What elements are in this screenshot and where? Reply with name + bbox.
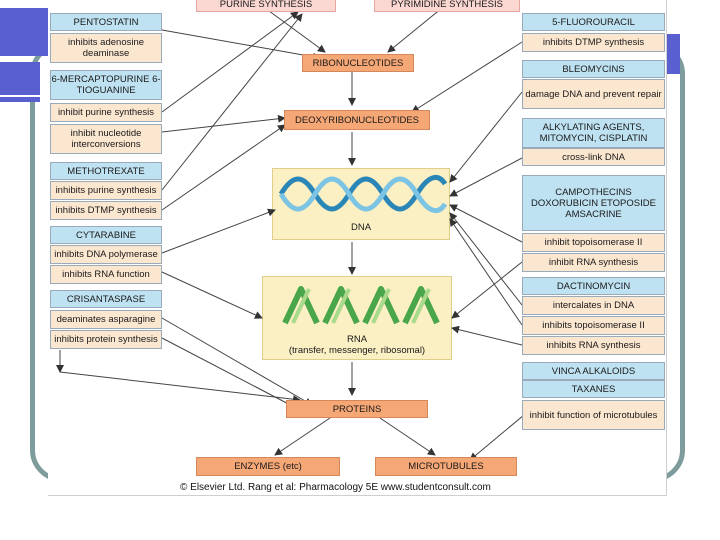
- pentostatin-action: inhibits adenosine deaminase: [50, 33, 162, 63]
- crisantaspase-action-2: inhibits protein synthesis: [50, 330, 162, 349]
- vinca-taxanes-action: inhibit function of microtubules: [522, 400, 665, 430]
- mercaptopurine-action-2: inhibit nucleotide interconversions: [50, 124, 162, 154]
- cytarabine-action-1: inhibits DNA polymerase: [50, 245, 162, 264]
- pyrimidine-synthesis-box: PYRIMIDINE SYNTHESIS: [374, 0, 520, 12]
- accent-square: [0, 8, 56, 56]
- camptothecins-name: CAMPOTHECINS DOXORUBICIN ETOPOSIDE AMSAC…: [522, 175, 665, 231]
- dactinomycin-action-1: intercalates in DNA: [522, 296, 665, 315]
- purine-synthesis-box: PURINE SYNTHESIS: [196, 0, 336, 12]
- deoxyribonucleotides-box: DEOXYRIBONUCLEOTIDES: [284, 110, 430, 130]
- dactinomycin-name: DACTINOMYCIN: [522, 277, 665, 295]
- accent-line: [0, 95, 60, 97]
- alkylating-agents-action: cross-link DNA: [522, 148, 665, 166]
- enzymes-box: ENZYMES (etc): [196, 457, 340, 476]
- dna-label: DNA: [350, 222, 372, 233]
- alkylating-agents-name: ALKYLATING AGENTS, MITOMYCIN, CISPLATIN: [522, 118, 665, 148]
- crisantaspase-name: CRISANTASPASE: [50, 290, 162, 308]
- copyright-credit: © Elsevier Ltd. Rang et al: Pharmacology…: [180, 482, 491, 493]
- dna-panel: [272, 168, 450, 240]
- ribonucleotides-box: RIBONUCLEOTIDES: [302, 54, 414, 72]
- bleomycins-action: damage DNA and prevent repair: [522, 79, 665, 109]
- bleomycins-name: BLEOMYCINS: [522, 60, 665, 78]
- crisantaspase-action-1: deaminates asparagine: [50, 310, 162, 329]
- microtubules-box: MICROTUBULES: [375, 457, 517, 476]
- cytarabine-name: CYTARABINE: [50, 226, 162, 244]
- mercaptopurine-name: 6-MERCAPTOPURINE 6-TIOGUANINE: [50, 70, 162, 100]
- dactinomycin-action-2: inhibits topoisomerase II: [522, 316, 665, 335]
- taxanes-name: TAXANES: [522, 380, 665, 398]
- fluorouracil-name: 5-FLUOROURACIL: [522, 13, 665, 31]
- cytarabine-action-2: inhibits RNA function: [50, 265, 162, 284]
- vinca-alkaloids-name: VINCA ALKALOIDS: [522, 362, 665, 380]
- rna-sublabel: (transfer, messenger, ribosomal): [288, 345, 426, 356]
- camptothecins-action-2: inhibit RNA synthesis: [522, 253, 665, 272]
- dna-helix-icon: [278, 175, 448, 213]
- dactinomycin-action-3: inhibits RNA synthesis: [522, 336, 665, 355]
- methotrexate-action-1: inhibits purine synthesis: [50, 181, 162, 200]
- camptothecins-action-1: inhibit topoisomerase II: [522, 233, 665, 252]
- proteins-box: PROTEINS: [286, 400, 428, 418]
- rna-strand-icon: [282, 286, 440, 325]
- mercaptopurine-action-1: inhibit purine synthesis: [50, 103, 162, 122]
- fluorouracil-action: inhibits DTMP synthesis: [522, 33, 665, 52]
- pentostatin-name: PENTOSTATIN: [50, 13, 162, 31]
- methotrexate-action-2: inhibits DTMP synthesis: [50, 201, 162, 220]
- rna-label: RNA: [346, 334, 368, 345]
- methotrexate-name: METHOTREXATE: [50, 162, 162, 180]
